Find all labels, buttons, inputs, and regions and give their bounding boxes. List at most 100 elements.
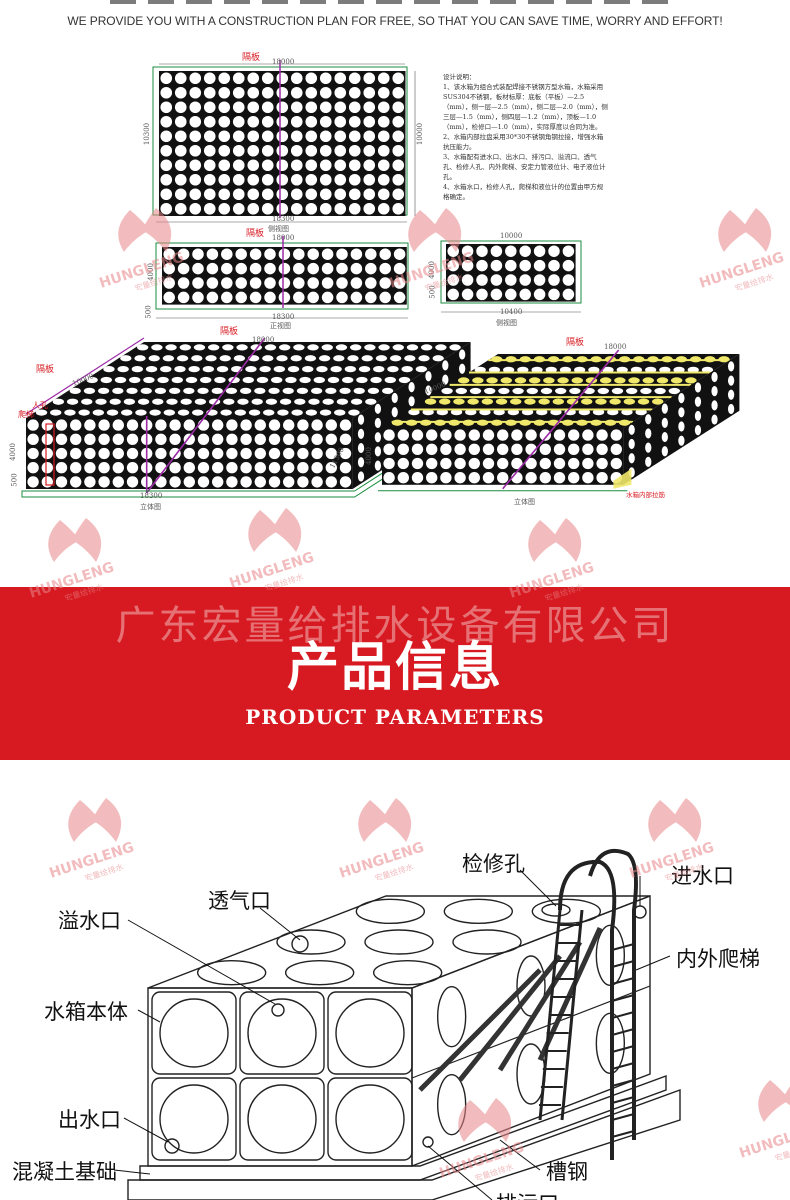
iso-right-front-cell	[525, 457, 537, 470]
front-view-grid-cell	[290, 115, 303, 128]
iso-left-front-cell	[311, 462, 323, 474]
iso-left-top-cell	[299, 376, 311, 384]
iso-right-side-cell	[711, 414, 718, 425]
front-view-grid-cell	[290, 72, 303, 85]
front-view-grid-cell	[160, 130, 173, 143]
elev-grid-cell	[307, 262, 319, 275]
product-info-banner: 广东宏量给排水设备有限公司 产品信息 PRODUCT PARAMETERS	[0, 587, 790, 760]
front-view-grid-cell	[334, 72, 347, 85]
iso-right-front-cell	[468, 443, 480, 455]
elev-grid-cell	[365, 248, 377, 260]
iso-left-front-cell	[212, 433, 224, 445]
front-view-grid-cell	[276, 144, 289, 157]
iso-right-front-cell	[497, 443, 509, 455]
front-view-grid-cell	[232, 202, 245, 215]
iso-right-front-cell	[426, 429, 438, 441]
side-grid-cell	[519, 245, 531, 257]
iso-left-front-cell	[339, 462, 352, 474]
top-panel-dimple	[372, 959, 443, 986]
side-grid-cell	[461, 288, 474, 301]
elev-grid-cell	[221, 248, 233, 260]
front-view-grid-cell	[232, 101, 245, 114]
iso-left-front-cell	[311, 476, 323, 488]
front-bottom-dim: 18300	[272, 215, 295, 223]
front-view-grid-cell	[247, 72, 260, 85]
side-grid-cell	[476, 288, 488, 301]
iso-left-top-cell	[381, 387, 394, 394]
iso-right-top-cell	[538, 398, 550, 405]
side-grid-cell	[548, 259, 560, 272]
iso-left-top-cell	[165, 344, 177, 351]
iso-right-side-cell	[661, 403, 668, 414]
iso-left-top-cell	[236, 344, 248, 351]
callout-leader-line	[427, 1145, 493, 1200]
iso-left-top-cell	[81, 398, 93, 405]
iso-right-front-cell	[596, 429, 608, 441]
elev-grid-cell	[163, 277, 175, 289]
iso-left-front-cell	[183, 462, 195, 474]
iso-left-top-cell	[330, 366, 342, 373]
side-grid-cell	[476, 259, 488, 272]
iso-left-front-cell	[311, 419, 323, 431]
iso-right-top-cell	[602, 366, 614, 373]
iso-right-side-cell	[678, 435, 685, 446]
iso-left-top-cell	[157, 376, 169, 384]
iso-right-front-cell	[468, 429, 480, 441]
design-note-4: 4、水箱水口，检修人孔，爬梯和液位计的位置由甲方规格确定。	[443, 183, 604, 201]
iso-right-top-cell	[528, 377, 541, 384]
iso-left-front-cell	[169, 419, 181, 431]
front-view-grid-cell	[232, 130, 245, 143]
side-panel-dimple	[436, 985, 467, 1048]
front-view-grid-cell	[363, 72, 376, 85]
elev-caption: 正视图	[270, 322, 291, 330]
callout-leader-line	[127, 919, 276, 1005]
iso-left-side-cell	[357, 414, 365, 425]
front-view-grid-cell	[305, 130, 318, 143]
iso-left-top-cell	[278, 344, 291, 351]
front-view-grid-cell	[392, 159, 405, 172]
banner-title: 产品信息	[286, 638, 503, 698]
front-view-grid-cell	[189, 72, 202, 85]
front-view-grid-cell	[319, 173, 332, 186]
iso-left-top-cell	[136, 344, 149, 351]
front-view-grid-cell	[348, 173, 361, 186]
iso-left-front-cell	[70, 433, 82, 445]
front-view-grid-cell	[174, 115, 187, 128]
iso-right-top-cell	[670, 377, 683, 384]
front-view-grid-cell	[348, 130, 361, 143]
iso-left-top-cell	[131, 366, 144, 373]
iso-right-front-cell	[397, 443, 409, 455]
callout-leader-line	[499, 1139, 541, 1171]
iso-right-top-cell	[526, 387, 538, 395]
iso-right-top-cell	[628, 377, 640, 384]
elev-grid-cell	[336, 262, 348, 275]
iso-right-front-cell	[525, 472, 537, 484]
iso-left-side-cell	[408, 381, 415, 393]
iso-left-front-cell	[325, 476, 337, 488]
elev-grid-cell	[379, 248, 391, 260]
callout-foundation: 混凝土基础	[12, 1160, 117, 1184]
iso-right-front-cell	[553, 457, 566, 470]
side-grid-cell	[562, 274, 575, 286]
iso-left-front-cell	[169, 476, 181, 488]
iso-left-front-cell	[268, 419, 281, 431]
iso-left-top-cell	[197, 387, 209, 394]
front-view-grid-cell	[203, 130, 216, 143]
iso-left-top-cell	[106, 409, 119, 416]
front-view-grid-cell	[247, 188, 260, 201]
iso-right-front-cell	[397, 472, 409, 484]
front-view-grid-cell	[160, 115, 173, 128]
iso-right-front-cell	[411, 443, 424, 455]
iso-left-front-cell	[226, 462, 238, 474]
front-view-grid-cell	[392, 115, 405, 128]
iso-left-top-cell	[401, 366, 413, 373]
iso-left-top-cell	[367, 387, 380, 394]
iso-left-top-cell	[353, 387, 365, 394]
iso-right-top-cell	[514, 377, 527, 384]
callout-inlet: 进水口	[671, 864, 734, 888]
iso-right-top-cell	[495, 398, 508, 405]
iso-right-top-cell	[543, 377, 555, 384]
iso-left-top-cell	[185, 376, 198, 384]
iso-right-top-cell	[500, 377, 512, 384]
